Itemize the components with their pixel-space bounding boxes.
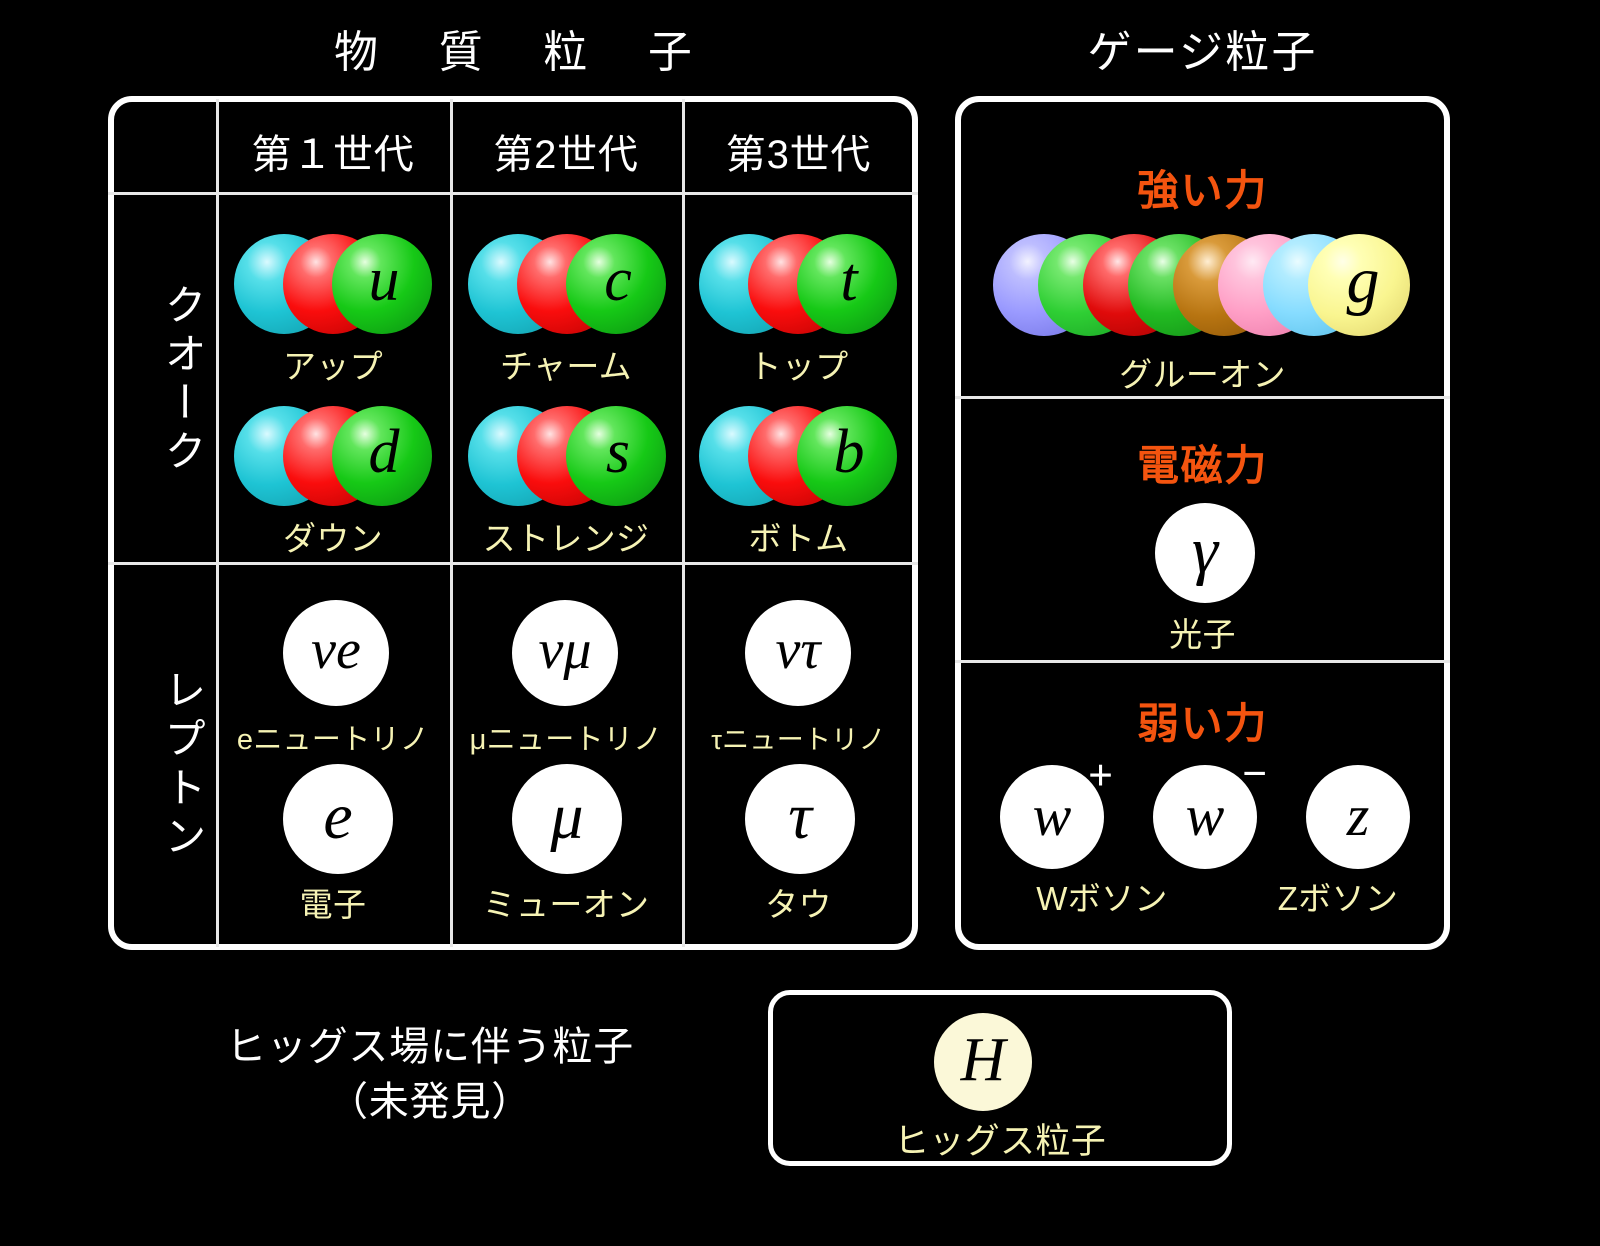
quark-up: u [234,234,432,334]
particle-symbol: νμ [538,619,592,681]
higgs-boson: H [934,1013,1032,1111]
charge-sign-minus: − [1242,749,1268,798]
higgs-caption-line-2: （未発見） [328,1080,532,1125]
gauge-boson-photon: γ [1155,503,1255,603]
color-charge-sphere-green: d [332,406,432,506]
particle-label-electron-neutrino: eニュートリノ [236,724,430,756]
particle-label-muon-neutrino: μニュートリノ [469,724,663,756]
particle-symbol: e [323,780,353,853]
particle-symbol: H [960,1026,1006,1094]
particle-label-charm: チャーム [500,348,632,385]
particle-label-z-boson: Zボソン [1277,880,1399,917]
gauge-boson-w-plus: w [1000,765,1104,869]
particle-symbol: z [1346,783,1370,848]
quark-charm: c [468,234,666,334]
row-label-lepton: レプトン [159,667,206,863]
matter-grid-hline-1 [108,192,918,195]
lepton-tau: τ [745,764,855,874]
particle-symbol: u [368,246,400,314]
particle-label-down: ダウン [283,520,383,557]
particle-label-muon: ミューオン [482,886,650,923]
gauge-boson-w-minus: w [1153,765,1257,869]
particle-symbol: g [1346,244,1380,317]
gluon-sphere-8: g [1308,234,1410,336]
particle-label-strange: ストレンジ [482,520,650,557]
particle-symbol: τ [788,780,812,853]
gauge-boson-gluon: g [993,234,1413,336]
particle-symbol: ντ [775,619,821,681]
color-charge-sphere-green: s [566,406,666,506]
quark-strange: s [468,406,666,506]
matter-particles-title: 物 質 粒 子 [334,28,717,77]
lepton-electron: e [283,764,393,874]
color-charge-sphere-green: t [797,234,897,334]
particle-symbol: c [604,246,632,314]
row-label-quark: クオーク [159,282,206,478]
particle-symbol: d [368,418,400,486]
gauge-grid-hline-2 [955,660,1450,663]
force-title-weak: 弱い力 [1136,700,1269,747]
particle-label-bottom: ボトム [748,520,849,557]
charge-sign-plus: + [1088,751,1114,800]
color-charge-sphere-green: c [566,234,666,334]
gauge-grid-hline-1 [955,396,1450,399]
lepton-electron-neutrino: νe [283,600,389,706]
particle-label-higgs: ヒッグス粒子 [893,1122,1107,1161]
higgs-caption: ヒッグス場に伴う粒子 （未発見） [120,1020,740,1130]
particle-label-w-boson: Wボソン [1036,880,1168,917]
matter-grid-vline-3 [682,99,685,947]
color-charge-sphere-green: b [797,406,897,506]
color-charge-sphere-green: u [332,234,432,334]
particle-symbol: b [833,418,865,486]
gauge-boson-z: z [1306,765,1410,869]
particle-symbol: w [1032,783,1072,848]
particle-label-tau: タウ [765,886,832,923]
generation-header-3: 第3世代 [725,133,872,177]
generation-header-2: 第2世代 [493,133,639,177]
generation-header-1: 第１世代 [251,133,415,177]
matter-grid-hline-2 [108,562,918,565]
matter-grid-vline-1 [216,99,219,947]
force-title-strong: 強い力 [1136,167,1269,214]
particle-label-up: アップ [283,348,383,385]
lepton-muon: μ [512,764,622,874]
particle-symbol: μ [550,780,584,853]
particle-label-top: トップ [748,348,849,385]
higgs-caption-line-1: ヒッグス場に伴う粒子 [226,1025,634,1069]
particle-label-tau-neutrino: τニュートリノ [711,725,886,755]
lepton-muon-neutrino: νμ [512,600,618,706]
quark-top: t [699,234,897,334]
quark-bottom: b [699,406,897,506]
lepton-tau-neutrino: ντ [745,600,851,706]
particle-label-gluon: グルーオン [1119,356,1286,393]
particle-label-electron: 電子 [299,886,367,923]
particle-symbol: t [840,246,858,314]
gauge-particles-title: ゲージ粒子 [1087,28,1318,77]
particle-symbol: γ [1191,514,1218,587]
particle-symbol: νe [311,619,361,681]
quark-down: d [234,406,432,506]
particle-symbol: w [1185,783,1225,848]
matter-grid-vline-2 [450,99,453,947]
particle-label-photon: 光子 [1169,616,1236,653]
force-title-electromagnetic: 電磁力 [1136,442,1269,489]
particle-symbol: s [605,418,631,486]
